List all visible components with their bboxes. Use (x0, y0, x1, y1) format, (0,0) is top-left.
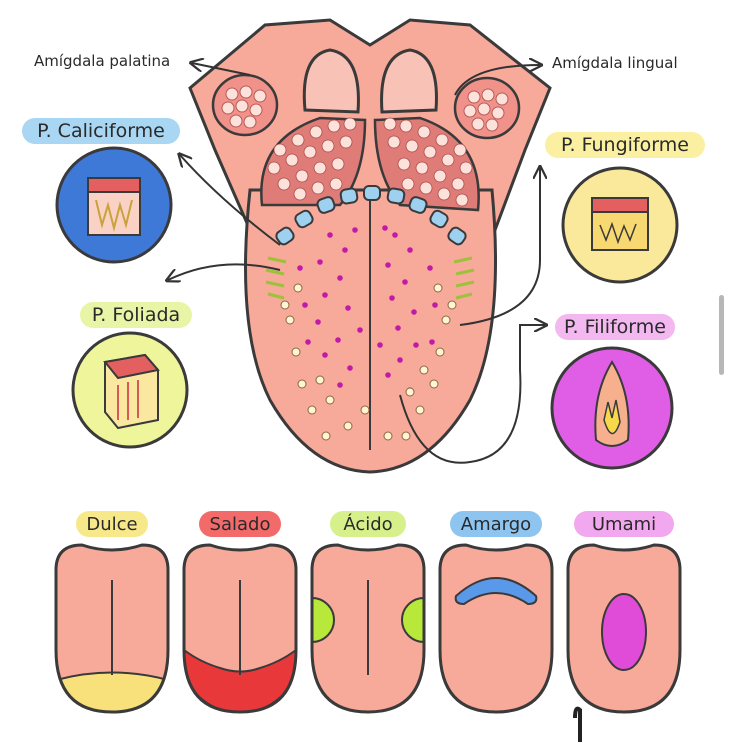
label-foliada: P. Foliada (80, 302, 192, 328)
arrow-lingual (454, 65, 540, 96)
taste-label-2: Salado (199, 511, 281, 537)
foliada-detail (71, 331, 189, 449)
label-amigdala-palatina: Amígdala palatina (34, 52, 171, 70)
epiglottis-left (302, 48, 360, 114)
arrow-filiforme (399, 325, 545, 464)
taste-label-1: Dulce (76, 511, 148, 537)
arrow-foliada (168, 263, 281, 280)
label-caliciforme: P. Caliciforme (22, 118, 180, 144)
foliate-papillae (265, 256, 475, 300)
label-fungiforme: P. Fungiforme (545, 132, 705, 158)
taste-tongue-3 (310, 543, 426, 714)
epiglottis-right (380, 48, 438, 114)
taste-label-5: Umami (574, 511, 674, 537)
caliciforme-row (275, 185, 467, 246)
taste-zone-4 (454, 577, 538, 606)
palatine-tonsil-left (211, 73, 279, 137)
filiforme-detail (550, 346, 674, 470)
scrollbar[interactable] (719, 295, 724, 375)
taste-label-3: Ácido (330, 511, 406, 537)
label-filiforme: P. Filiforme (555, 314, 675, 340)
taste-label-4: Amargo (450, 511, 542, 537)
taste-map (54, 543, 682, 714)
taste-tongue-4 (438, 543, 554, 714)
taste-tongue-5 (566, 543, 682, 714)
arrow-fungiforme (459, 168, 540, 326)
main-tongue (188, 18, 552, 474)
cropped-mark (573, 706, 582, 742)
palatine-tonsil-right (453, 76, 521, 140)
taste-zone-3 (312, 597, 424, 643)
taste-zone-5 (601, 593, 647, 671)
arrow-palatina (192, 63, 251, 76)
fungiforme-detail (561, 166, 679, 284)
fungiform-dots (297, 225, 438, 393)
taste-tongue-1 (54, 543, 170, 714)
taste-tongue-2 (182, 543, 298, 714)
caliciforme-detail (55, 146, 173, 264)
callout-arrows (168, 63, 545, 464)
arrow-caliciforme (180, 155, 281, 246)
label-amigdala-lingual: Amígdala lingual (552, 54, 678, 72)
filiform-dots (280, 283, 457, 441)
